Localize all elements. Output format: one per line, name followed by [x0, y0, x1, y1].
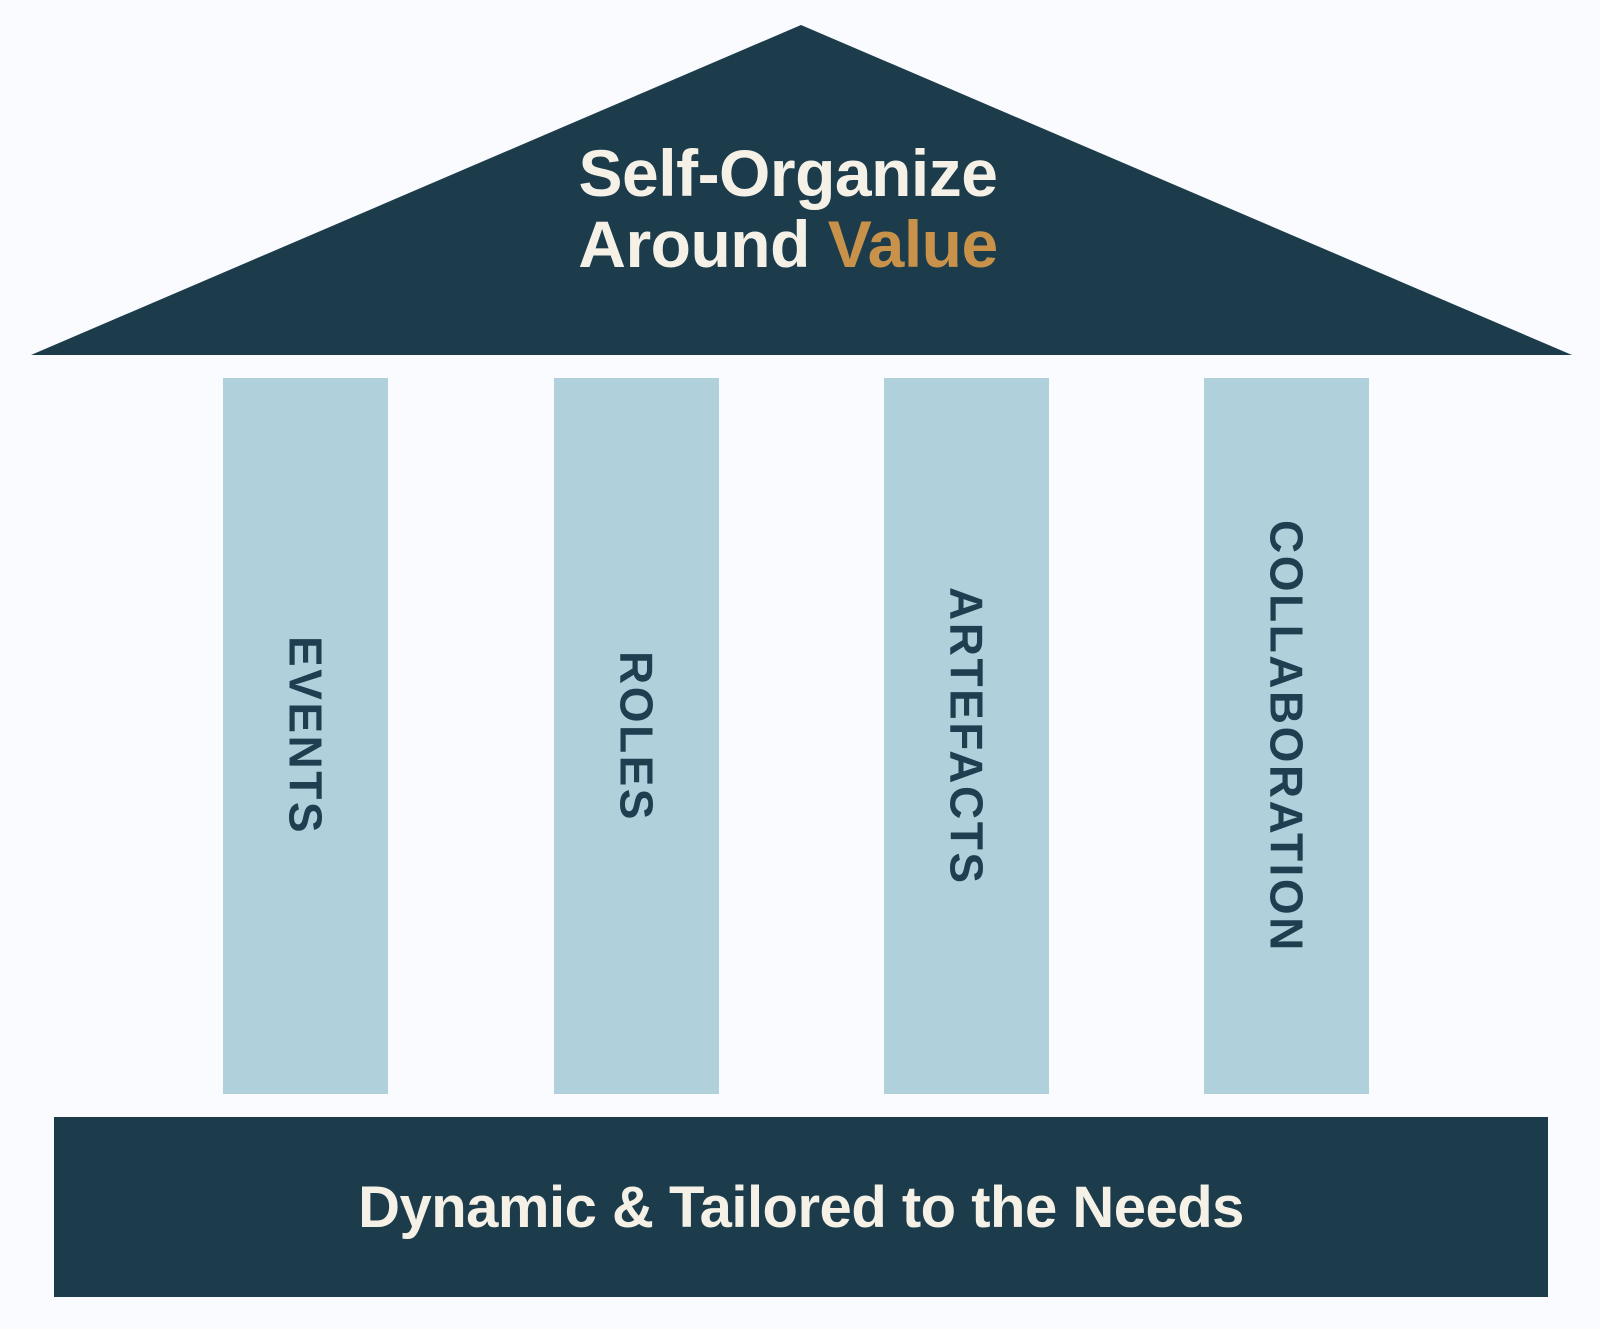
- pillar-label-events: EVENTS: [279, 636, 332, 836]
- pillar-artefacts[interactable]: ARTEFACTS: [884, 378, 1049, 1094]
- foundation-label: Dynamic & Tailored to the Needs: [358, 1174, 1244, 1240]
- pillar-events-label-wrap: EVENTS: [223, 378, 388, 1094]
- pillar-label-artefacts: ARTEFACTS: [940, 586, 993, 886]
- pillar-label-collaboration: COLLABORATION: [1260, 519, 1313, 953]
- pillar-roles[interactable]: ROLES: [554, 378, 719, 1094]
- pillar-collaboration[interactable]: COLLABORATION: [1204, 378, 1369, 1094]
- pillar-label-roles: ROLES: [610, 650, 663, 822]
- pillar-events[interactable]: EVENTS: [223, 378, 388, 1094]
- roof-triangle-shape: [31, 25, 1572, 355]
- pillar-artefacts-label-wrap: ARTEFACTS: [884, 378, 1049, 1094]
- pillar-roles-label-wrap: ROLES: [554, 378, 719, 1094]
- pillar-collaboration-label-wrap: COLLABORATION: [1204, 378, 1369, 1094]
- foundation-bar: Dynamic & Tailored to the Needs: [54, 1117, 1548, 1297]
